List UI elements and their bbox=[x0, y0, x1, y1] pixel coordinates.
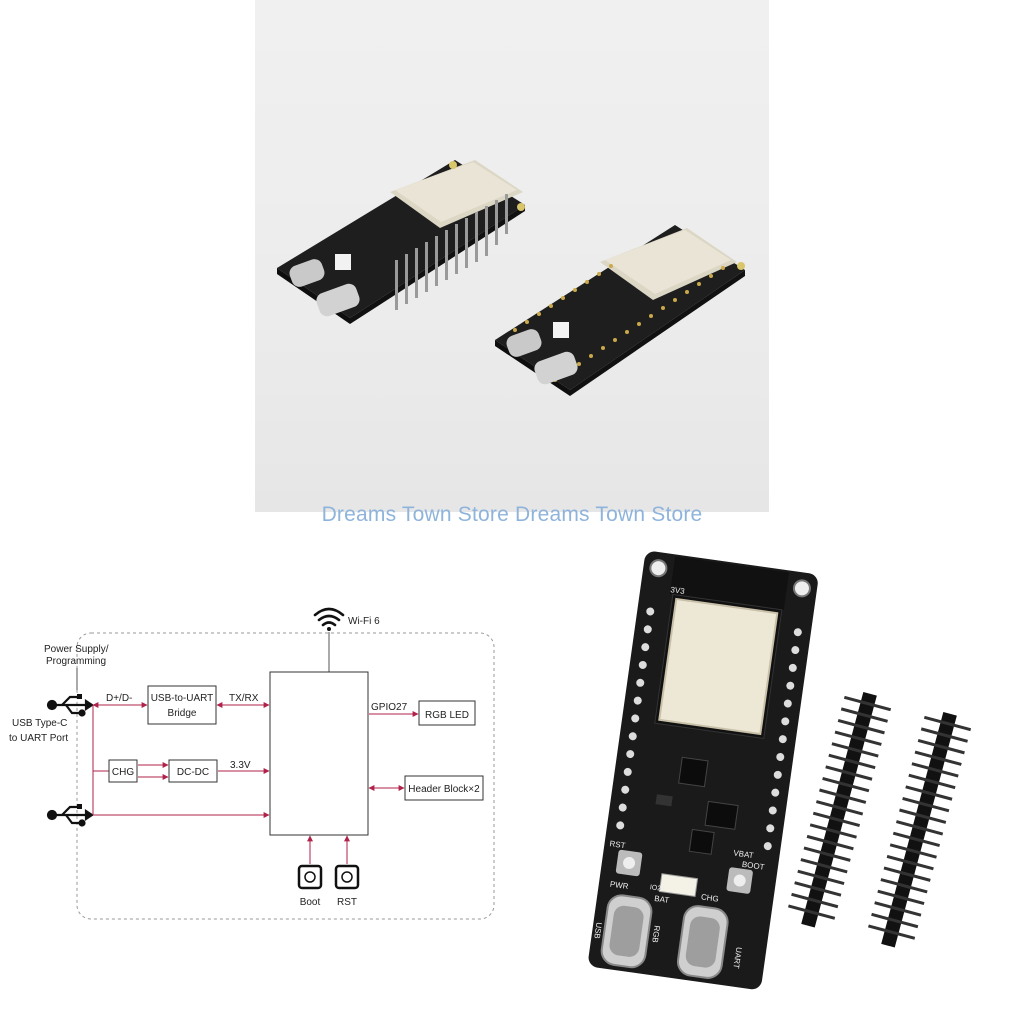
silk-usb: USB bbox=[592, 922, 603, 940]
boot-button-icon bbox=[297, 864, 323, 890]
power-label-1: Power Supply/ bbox=[44, 644, 109, 655]
silk-rst: RST bbox=[609, 839, 626, 850]
rst-button-icon bbox=[334, 864, 360, 890]
silk-rgb: RGB bbox=[650, 925, 661, 943]
silk-bat: BAT bbox=[654, 894, 670, 905]
chg-label: CHG bbox=[112, 767, 134, 778]
usb-label-1: USB Type-C bbox=[12, 718, 67, 729]
gpio-label: GPIO27 bbox=[371, 702, 408, 713]
silk-3v3: 3V3 bbox=[670, 585, 686, 596]
wifi-module-shield bbox=[658, 597, 779, 736]
bridge-label-2: Bridge bbox=[168, 708, 197, 719]
usb-icon-bottom bbox=[46, 804, 94, 827]
silk-pwr: PWR bbox=[609, 880, 629, 892]
usb-icon-top bbox=[46, 694, 94, 717]
rst-label: RST bbox=[337, 897, 357, 908]
txrx-label: TX/RX bbox=[229, 693, 259, 704]
block-diagram: Wi-Fi 6 Power Supply/ Programming USB Ty… bbox=[9, 607, 495, 920]
silk-uart: UART bbox=[731, 946, 743, 969]
v33-label: 3.3V bbox=[230, 760, 251, 771]
pin-header-right bbox=[868, 712, 972, 948]
wifi-icon bbox=[313, 607, 345, 627]
rgb-led-block bbox=[418, 700, 476, 726]
header-block bbox=[404, 775, 484, 801]
mcu-block bbox=[269, 671, 369, 836]
silk-io27: IO27 bbox=[649, 884, 665, 893]
silk-vbat: VBAT bbox=[733, 848, 754, 860]
dd-label: D+/D- bbox=[106, 693, 132, 704]
dcdc-block bbox=[168, 759, 218, 783]
header-block-label: Header Block×2 bbox=[408, 784, 480, 795]
usb-uart-bridge-block bbox=[147, 685, 217, 725]
board-with-headers-photo: 3V3 RST PWR BAT CHG BOOT VBAT USB UART R… bbox=[588, 551, 972, 990]
silk-boot: BOOT bbox=[741, 860, 765, 872]
boot-label: Boot bbox=[300, 897, 321, 908]
bridge-label-1: USB-to-UART bbox=[151, 693, 214, 704]
dev-boards-illustration bbox=[277, 160, 745, 396]
pin-header-left bbox=[788, 692, 892, 928]
silk-chg: CHG bbox=[700, 892, 719, 903]
usb-label-2: to UART Port bbox=[9, 733, 68, 744]
power-label-2: Programming bbox=[46, 656, 106, 667]
store-watermark: Dreams Town Store Dreams Town Store bbox=[321, 503, 703, 526]
product-photo-top bbox=[255, 0, 769, 512]
dcdc-label: DC-DC bbox=[177, 767, 209, 778]
left-board bbox=[277, 160, 525, 324]
chg-block bbox=[108, 759, 138, 783]
right-board bbox=[495, 225, 745, 396]
wifi-label: Wi-Fi 6 bbox=[348, 616, 380, 627]
rgb-led-label: RGB LED bbox=[425, 710, 469, 721]
board-outline bbox=[76, 632, 495, 920]
